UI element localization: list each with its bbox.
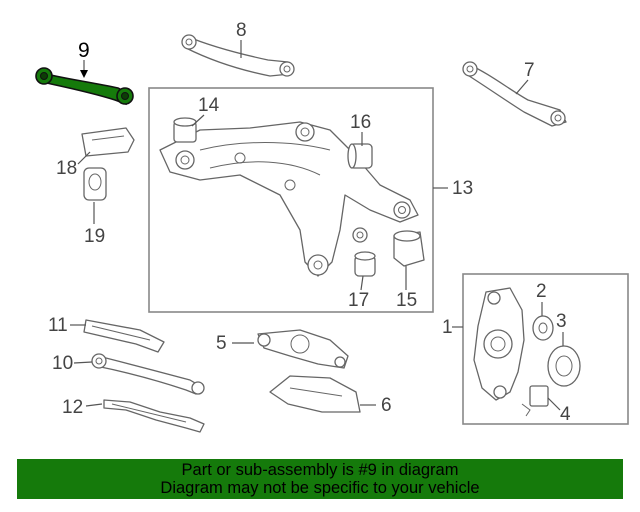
part-17-bushing[interactable] [354, 251, 376, 277]
part-13-subframe[interactable] [159, 121, 419, 277]
parts-diagram: 9 8 7 13 14 16 [35, 20, 629, 433]
label-13: 13 [452, 178, 473, 199]
leader-7 [515, 79, 529, 95]
label-18: 18 [56, 158, 77, 179]
label-3: 3 [556, 311, 567, 332]
label-14: 14 [198, 95, 220, 116]
part-15-mount[interactable] [393, 230, 425, 267]
label-1: 1 [442, 317, 453, 338]
part-3-hub[interactable] [547, 345, 581, 387]
leader-17 [360, 275, 364, 291]
banner-line-2: Diagram may not be specific to your vehi… [160, 479, 480, 497]
part-10-arm[interactable] [91, 353, 205, 395]
leader-14 [191, 114, 205, 127]
part-6-shield[interactable] [269, 375, 361, 413]
label-10: 10 [52, 353, 73, 374]
part-11-link[interactable] [83, 319, 165, 353]
part-4-cover[interactable] [521, 385, 549, 417]
knuckle-group-frame [462, 273, 629, 425]
label-15: 15 [396, 290, 417, 311]
leader-10 [73, 361, 93, 364]
part-14-bushing[interactable] [173, 117, 197, 143]
leader-18 [77, 151, 91, 165]
label-16: 16 [350, 112, 371, 133]
part-2-bushing[interactable] [532, 315, 554, 341]
label-12: 12 [62, 397, 83, 418]
label-7: 7 [524, 60, 535, 81]
label-17: 17 [348, 290, 369, 311]
part-19-mount[interactable] [83, 167, 107, 201]
banner-line-1: Part or sub-assembly is #9 in diagram [181, 461, 459, 479]
leader-4 [547, 397, 561, 411]
label-6: 6 [381, 395, 392, 416]
leader-12 [85, 403, 103, 407]
label-9: 9 [78, 39, 90, 62]
info-banner: Part or sub-assembly is #9 in diagram Di… [17, 459, 623, 499]
part-18-bracket[interactable] [81, 127, 135, 157]
part-1-knuckle[interactable] [473, 287, 525, 401]
part-5-lower-arm[interactable] [257, 329, 349, 369]
part-8-upper-arm[interactable] [181, 34, 295, 77]
part-9-control-arm[interactable] [35, 67, 134, 106]
label-11: 11 [48, 315, 68, 336]
part-16-bushing[interactable] [347, 143, 373, 169]
arrow-9 [80, 70, 88, 78]
label-4: 4 [560, 404, 571, 425]
label-8: 8 [236, 20, 247, 41]
part-7-trailing-arm[interactable] [462, 61, 567, 127]
subframe-group-frame [148, 87, 434, 313]
part-12-arm[interactable] [103, 399, 205, 433]
label-2: 2 [536, 281, 547, 302]
label-19: 19 [84, 226, 105, 247]
label-5: 5 [216, 333, 227, 354]
